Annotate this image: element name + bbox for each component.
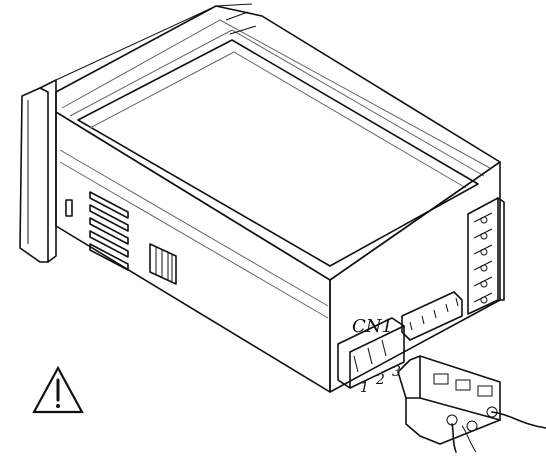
plug-connector	[397, 355, 546, 453]
pin-label-1: 1	[360, 380, 369, 396]
cn1-socket	[337, 317, 405, 389]
pin-label-2: 2	[375, 372, 385, 388]
housing-rear-face	[329, 161, 505, 393]
warning-triangle-icon	[32, 365, 84, 414]
plug-wire-1	[451, 423, 457, 453]
plug-wire-2	[491, 411, 546, 429]
cn1-header	[401, 291, 463, 341]
vent-slots	[89, 191, 129, 271]
housing-top	[55, 5, 501, 281]
connector-label: CN1	[352, 316, 393, 337]
dip-switch	[149, 243, 177, 285]
rear-terminal-block	[467, 197, 505, 315]
indicator-slot	[65, 199, 73, 217]
pin-label-3: 3	[392, 364, 401, 380]
front-bezel	[19, 3, 253, 263]
housing-front-face	[55, 111, 331, 393]
